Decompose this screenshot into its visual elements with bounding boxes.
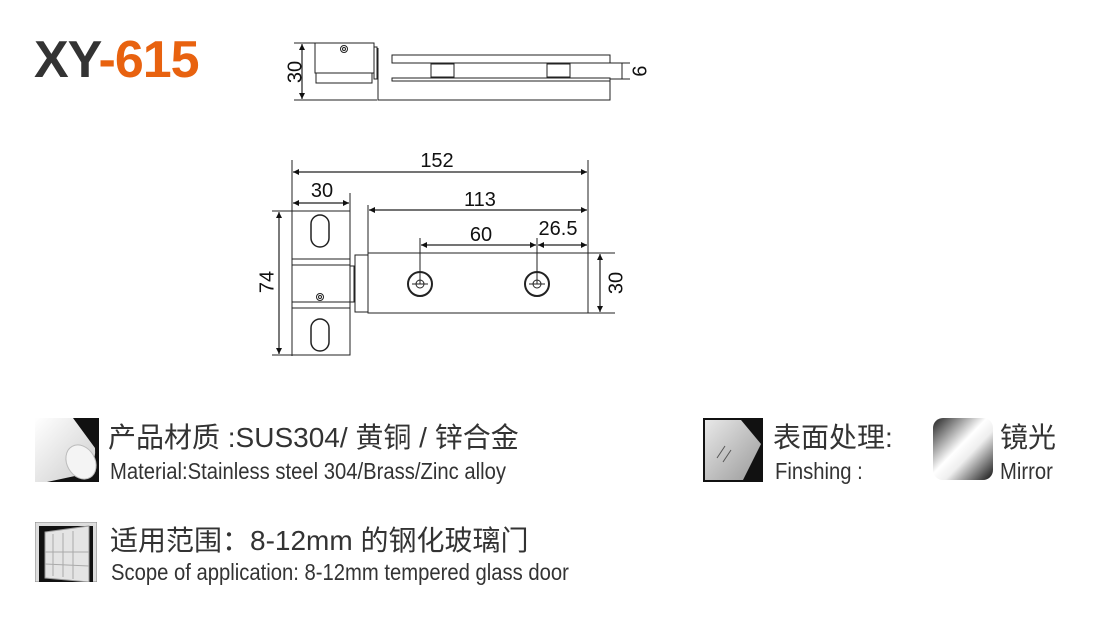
finishing-value-cn: 镜光 bbox=[1000, 422, 1057, 453]
dim-hole-offset: 26.5 bbox=[539, 218, 578, 240]
front-view bbox=[272, 160, 615, 356]
slot bbox=[310, 318, 330, 352]
mirror-swatch-icon bbox=[933, 418, 993, 480]
dim-glass-gap: 9 bbox=[628, 65, 650, 76]
product-title: XY-615 bbox=[34, 30, 200, 90]
top-plate bbox=[391, 54, 611, 64]
arm bbox=[367, 252, 589, 314]
material-label-en: Material:Stainless steel 304/Brass/Zinc … bbox=[110, 458, 506, 484]
model-prefix: XY bbox=[34, 31, 99, 89]
dim-overall-length: 152 bbox=[420, 150, 453, 172]
dim-arm-height: 30 bbox=[605, 272, 627, 294]
finishing-label-cn: 表面处理: bbox=[773, 422, 893, 453]
scope-label-cn: 适用范围：8-12mm 的钢化玻璃门 bbox=[110, 525, 529, 556]
dim-hole-spacing: 60 bbox=[470, 224, 492, 246]
dim-plate-width: 30 bbox=[311, 180, 333, 202]
model-number: -615 bbox=[98, 31, 200, 89]
side-view bbox=[294, 42, 630, 101]
door-icon bbox=[35, 522, 97, 582]
cylinder-icon bbox=[35, 418, 99, 482]
screw-hole bbox=[524, 271, 550, 297]
mounting-plate bbox=[291, 210, 351, 356]
finishing-label-en: Finshing : bbox=[775, 458, 863, 484]
slot bbox=[310, 214, 330, 248]
material-label-cn: 产品材质 :SUS304/ 黄铜 / 锌合金 bbox=[108, 422, 519, 453]
glass-panel-icon bbox=[703, 418, 763, 482]
dim-side-height: 30 bbox=[284, 61, 306, 83]
dim-plate-height: 74 bbox=[256, 271, 278, 293]
finishing-value-en: Mirror bbox=[1000, 458, 1053, 484]
scope-label-en: Scope of application: 8-12mm tempered gl… bbox=[111, 559, 569, 585]
screw-hole bbox=[407, 271, 433, 297]
dim-arm-length: 113 bbox=[464, 189, 496, 211]
